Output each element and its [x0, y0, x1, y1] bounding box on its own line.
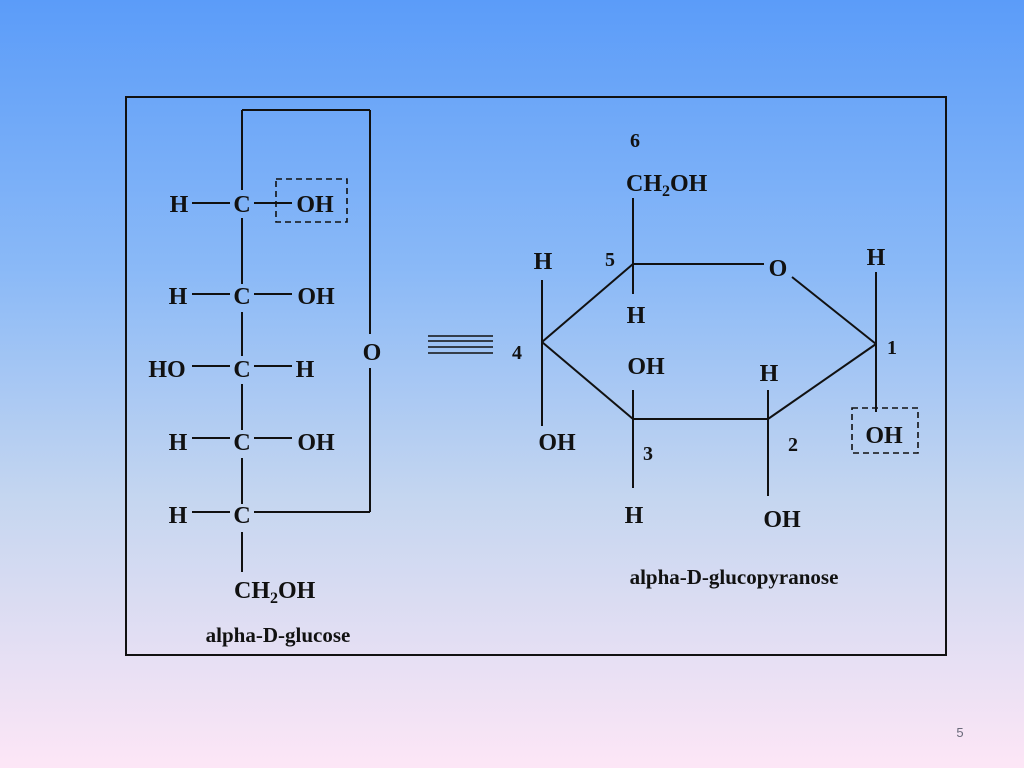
atom-h: H: [170, 192, 189, 218]
diagram-frame: [125, 96, 947, 656]
atom-h: H: [627, 303, 646, 329]
carbon-number-3: 3: [643, 443, 653, 465]
ring-bond: [767, 343, 877, 420]
atom-oh: OH: [538, 430, 576, 456]
glucopyranose-structure: 6 CH2OH O H H H OH OH H OH H OH 1 2 3 4 …: [512, 130, 919, 589]
atom-oh: OH: [296, 192, 334, 218]
ch2oh-group: CH2OH: [234, 578, 316, 607]
atom-h: H: [169, 284, 188, 310]
glucose-caption: alpha-D-glucose: [206, 623, 351, 647]
atom-h: H: [760, 361, 779, 387]
carbon-number-2: 2: [788, 434, 798, 456]
carbon-number-1: 1: [887, 337, 897, 359]
ch2oh-group: CH2OH: [626, 171, 708, 200]
carbon-number-5: 5: [605, 249, 615, 271]
atom-h: H: [534, 249, 553, 275]
ring-oxygen: O: [363, 340, 382, 366]
highlight-box: [851, 407, 919, 454]
atom-oh: OH: [297, 284, 335, 310]
carbon-number-6: 6: [630, 130, 640, 152]
atom-oh: OH: [763, 507, 801, 533]
atom-c: C: [233, 284, 250, 310]
page-number: 5: [956, 725, 964, 740]
ring-bond: [541, 263, 634, 343]
atom-c: C: [233, 503, 250, 529]
ring-bond: [791, 276, 877, 345]
atom-h: H: [169, 503, 188, 529]
atom-oh: OH: [627, 354, 665, 380]
atom-ho: HO: [148, 357, 185, 383]
ring-bond: [541, 341, 634, 420]
ring-oxygen: O: [769, 256, 788, 282]
carbon-number-4: 4: [512, 342, 522, 364]
atom-c: C: [233, 192, 250, 218]
atom-h: H: [296, 357, 315, 383]
atom-c: C: [233, 430, 250, 456]
highlight-box: [275, 178, 348, 223]
glucopyranose-caption: alpha-D-glucopyranose: [630, 565, 839, 589]
equivalence-symbol: [428, 335, 493, 354]
atom-oh: OH: [297, 430, 335, 456]
atom-oh: OH: [865, 423, 903, 449]
atom-h: H: [625, 503, 644, 529]
atom-c: C: [233, 357, 250, 383]
atom-h: H: [867, 245, 886, 271]
glucose-chain-structure: H C OH H C OH HO C H H C OH H C O CH2OH …: [148, 109, 382, 647]
atom-h: H: [169, 430, 188, 456]
